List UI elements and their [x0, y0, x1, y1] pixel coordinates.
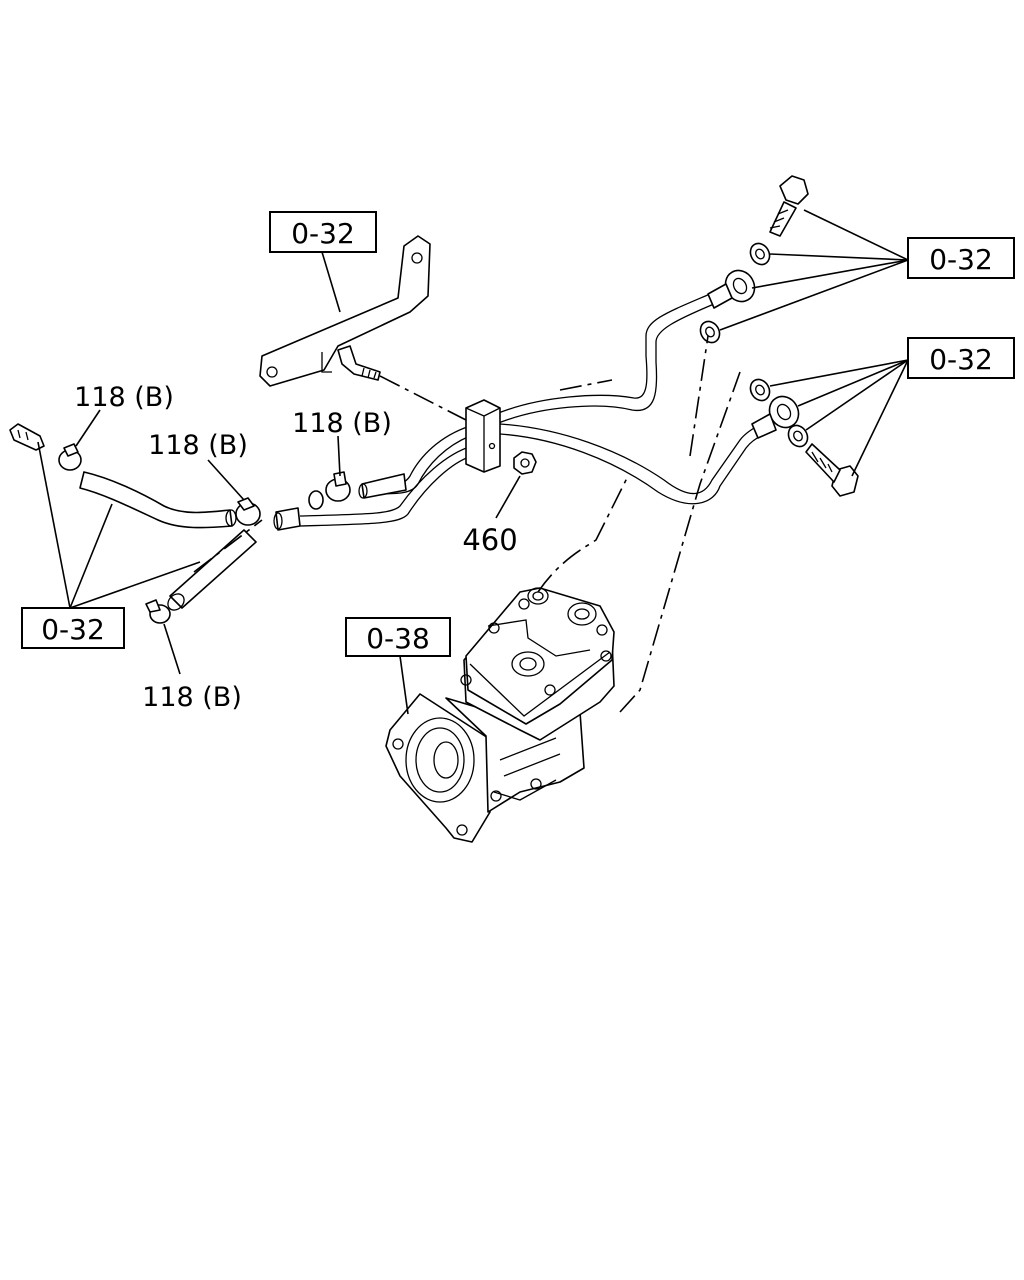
label-clamp-c: 118 (B)	[292, 408, 392, 439]
ref-box-bracket-text: 0-32	[291, 217, 355, 250]
ref-box-top-right-text: 0-32	[929, 243, 993, 276]
banjo-eye-fitting-top	[707, 269, 756, 309]
pipe-clamp-block	[465, 399, 501, 473]
eye-bolt-bottom	[805, 443, 859, 497]
rubber-hose-lower	[167, 529, 257, 611]
nut-460	[513, 451, 537, 475]
ref-box-compressor: 0-38	[345, 617, 451, 657]
rubber-hose-upper	[79, 471, 237, 529]
mounting-bracket	[259, 235, 431, 387]
label-clamp-a: 118 (B)	[74, 382, 174, 413]
ref-box-bracket: 0-32	[269, 211, 377, 253]
ref-box-mid-right: 0-32	[907, 337, 1015, 379]
hose-clamps	[58, 443, 351, 624]
bracket-stud-bolt	[337, 345, 381, 381]
air-pipe-assembly	[299, 293, 777, 527]
air-compressor	[385, 587, 615, 843]
washers	[699, 242, 809, 448]
ref-box-left-text: 0-32	[41, 613, 105, 646]
assembly-phantom-lines	[193, 335, 741, 713]
hose-connector	[9, 423, 45, 451]
leader-lines	[37, 209, 909, 715]
short-hose-right	[358, 473, 407, 499]
label-clamp-d: 118 (B)	[142, 682, 242, 713]
pipe-end-fitting	[273, 507, 301, 531]
eye-bolt-top	[769, 175, 809, 237]
ref-box-top-right: 0-32	[907, 237, 1015, 279]
label-nut: 460	[462, 523, 517, 557]
ref-box-left: 0-32	[21, 607, 125, 649]
ref-box-mid-right-text: 0-32	[929, 343, 993, 376]
ref-box-compressor-text: 0-38	[366, 622, 430, 655]
label-clamp-b: 118 (B)	[148, 430, 248, 461]
